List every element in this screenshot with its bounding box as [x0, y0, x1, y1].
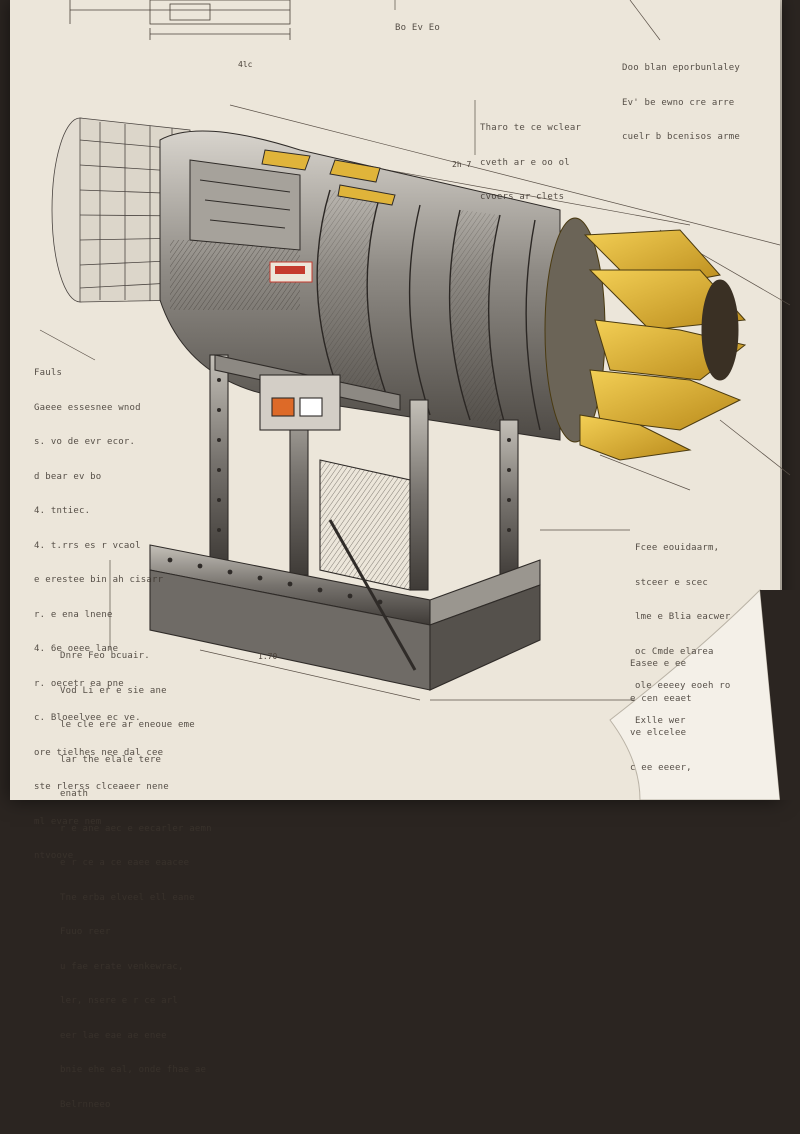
note-top-right: Doo blan eporbunlaley Ev' be ewno cre ar…: [622, 63, 740, 142]
gold-nozzle-petals: [544, 217, 747, 461]
scene: Bo Ev Eo Doo blan eporbunlaley Ev' be ew…: [10, 0, 800, 1110]
curled-page-corner: [609, 588, 800, 800]
support-stand-frame: [149, 354, 541, 691]
note-bottom-left: Dnre Feo bcuair. Vod Li er e sie ane le …: [60, 651, 212, 1110]
dimension-label-base: 1.70: [258, 652, 278, 661]
note-top-center: Bo Ev Eo: [395, 23, 440, 33]
dimension-label-top: 4lc: [238, 60, 253, 69]
engine-sketch-illustration: [39, 0, 800, 800]
dimension-label-upper: 2h 7: [452, 160, 472, 169]
top-blueprint-fragment: [69, 0, 291, 40]
note-callout-upper: Tharo te ce wclear cveth ar e oo ol cvoe…: [480, 123, 582, 202]
main-barrel-body: [159, 130, 561, 441]
base-bolt-holes: [167, 378, 511, 605]
note-right-middle: Fcee eouidaarm, stceer e scec lme e Blia…: [635, 543, 731, 726]
note-bottom-right: Easee e ee e cen eeaet ve elcelee c ee e…: [630, 659, 692, 773]
